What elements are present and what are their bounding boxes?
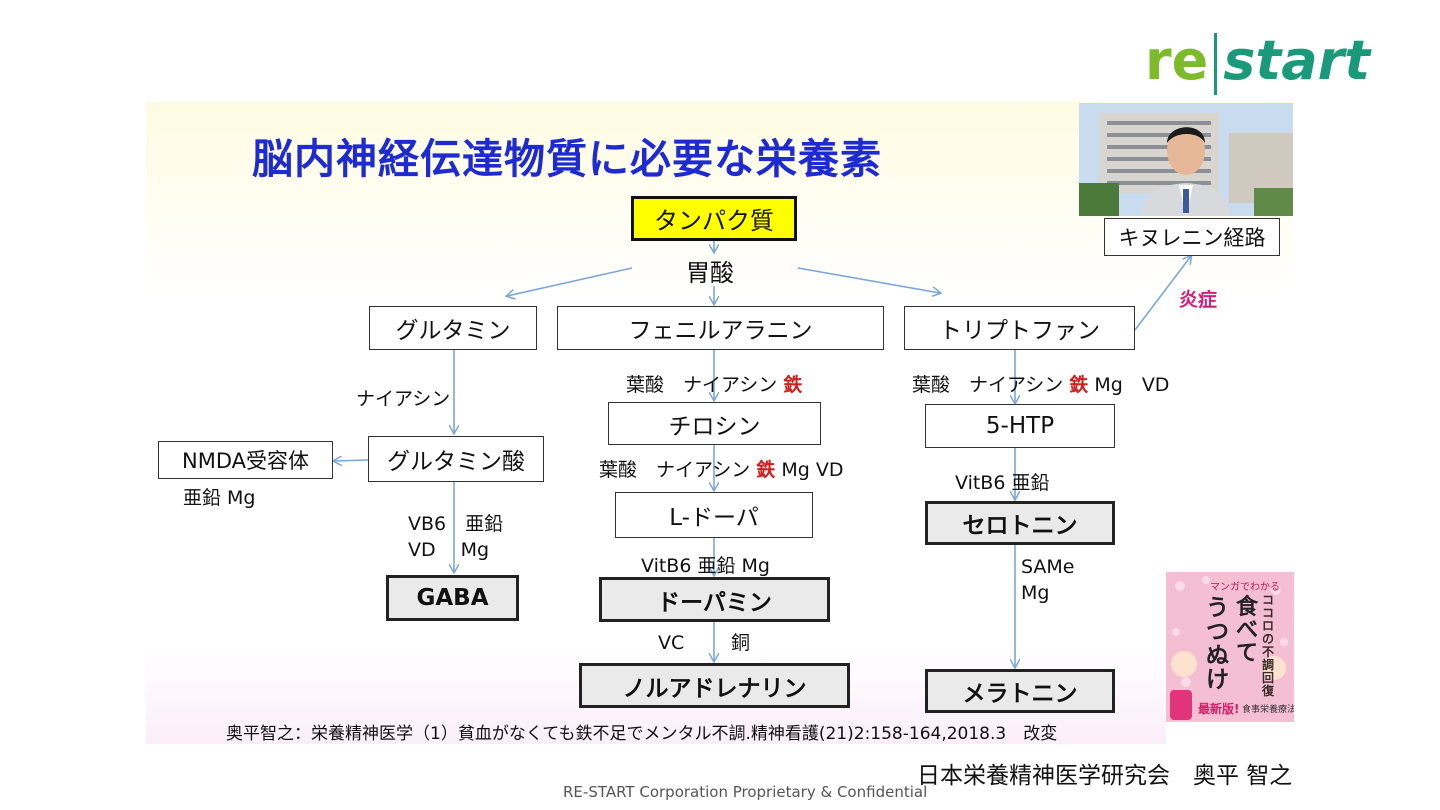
- label-tyr-to-ldopa-iron: 鉄: [756, 459, 776, 481]
- label-phe-to-tyr-nutrients: 葉酸 ナイアシン: [626, 374, 778, 396]
- label-tyr-to-ldopa: 葉酸 ナイアシン 鉄 Mg VD: [599, 455, 843, 482]
- book-subtitle: ココロの不調回復: [1262, 593, 1275, 698]
- box-dopamine: ドーパミン: [599, 577, 830, 622]
- box-kynurenine: キヌレニン経路: [1104, 218, 1280, 256]
- logo-start: start: [1223, 29, 1371, 92]
- book-title-eat: 食べて: [1236, 595, 1259, 666]
- arrow-glutamic-to-nmda: [334, 460, 369, 461]
- box-5htp: 5-HTP: [925, 404, 1115, 448]
- label-phe-to-tyr-iron: 鉄: [783, 374, 803, 396]
- label-ldopa-to-dopamine: VitB6 亜鉛 Mg: [641, 555, 770, 577]
- label-ser-to-mel-2: Mg: [1021, 582, 1050, 604]
- confidential-footer: RE-START Corporation Proprietary & Confi…: [563, 783, 928, 801]
- box-phenylalanine: フェニルアラニン: [557, 306, 884, 350]
- speaker-image: [1079, 103, 1293, 216]
- label-nmda-sub: 亜鉛 Mg: [183, 487, 256, 509]
- box-ldopa: L-ドーパ: [615, 492, 813, 538]
- label-trp-to-htp-nutrients: 葉酸 ナイアシン: [912, 374, 1064, 396]
- label-inflammation: 炎症: [1179, 289, 1218, 311]
- book-badge: 最新版!: [1198, 702, 1240, 716]
- speaker-video: [1079, 103, 1293, 216]
- box-nmda: NMDA受容体: [158, 441, 333, 479]
- box-tryptophan: トリプトファン: [904, 306, 1135, 350]
- label-htp-to-serotonin: VitB6 亜鉛: [955, 472, 1050, 494]
- label-trp-to-htp-iron: 鉄: [1069, 374, 1089, 396]
- label-niacin: ナイアシン: [356, 388, 451, 410]
- box-serotonin: セロトニン: [925, 501, 1115, 545]
- arrow-acid-to-tryptophan: [797, 267, 940, 293]
- label-glu-to-gaba-1: VB6 亜鉛: [408, 513, 504, 535]
- author-credit: 日本栄養精神医学研究会 奥平 智之: [917, 763, 1293, 789]
- book-top-label: マンガでわかる: [1210, 582, 1280, 593]
- label-dop-to-nor-cu: 銅: [731, 632, 751, 654]
- logo-re: re: [1145, 29, 1209, 92]
- book-badge-sub: 食事栄養療法: [1242, 705, 1294, 715]
- label-ser-to-mel-1: SAMe: [1021, 556, 1075, 578]
- box-melatonin: メラトニン: [925, 669, 1115, 713]
- label-trp-to-htp: 葉酸 ナイアシン 鉄 Mg VD: [912, 370, 1169, 397]
- label-stomach-acid: 胃酸: [686, 259, 734, 287]
- box-protein: タンパク質: [631, 196, 797, 241]
- label-glu-to-gaba-2: VD Mg: [408, 539, 490, 561]
- box-tyrosine: チロシン: [608, 402, 821, 445]
- box-noradrenaline: ノルアドレナリン: [579, 663, 850, 708]
- citation: 奥平智之：栄養精神医学（1）貧血がなくても鉄不足でメンタル不調.精神看護(21)…: [226, 724, 1058, 744]
- box-glutamic-acid: グルタミン酸: [368, 436, 544, 482]
- book-cover-art: [1166, 572, 1294, 744]
- label-trp-to-htp-minerals: Mg VD: [1094, 374, 1170, 396]
- label-tyr-to-ldopa-minerals: Mg VD: [781, 459, 844, 481]
- box-gaba: GABA: [386, 575, 519, 621]
- label-dop-to-nor-vc: VC: [658, 632, 685, 654]
- label-phe-to-tyr: 葉酸 ナイアシン 鉄: [626, 370, 802, 397]
- logo-divider: [1214, 33, 1218, 96]
- label-tyr-to-ldopa-nutrients: 葉酸 ナイアシン: [599, 459, 751, 481]
- slide-title: 脳内神経伝達物質に必要な栄養素: [252, 135, 882, 183]
- arrow-trp-to-kynurenine: [1134, 256, 1191, 331]
- book-title-main: うつぬけ: [1206, 595, 1229, 693]
- box-glutamine: グルタミン: [369, 306, 537, 350]
- book-cover: マンガでわかる ココロの不調回復 食べて うつぬけ 最新版! 食事栄養療法: [1166, 572, 1294, 744]
- arrow-acid-to-glutamine: [507, 267, 633, 296]
